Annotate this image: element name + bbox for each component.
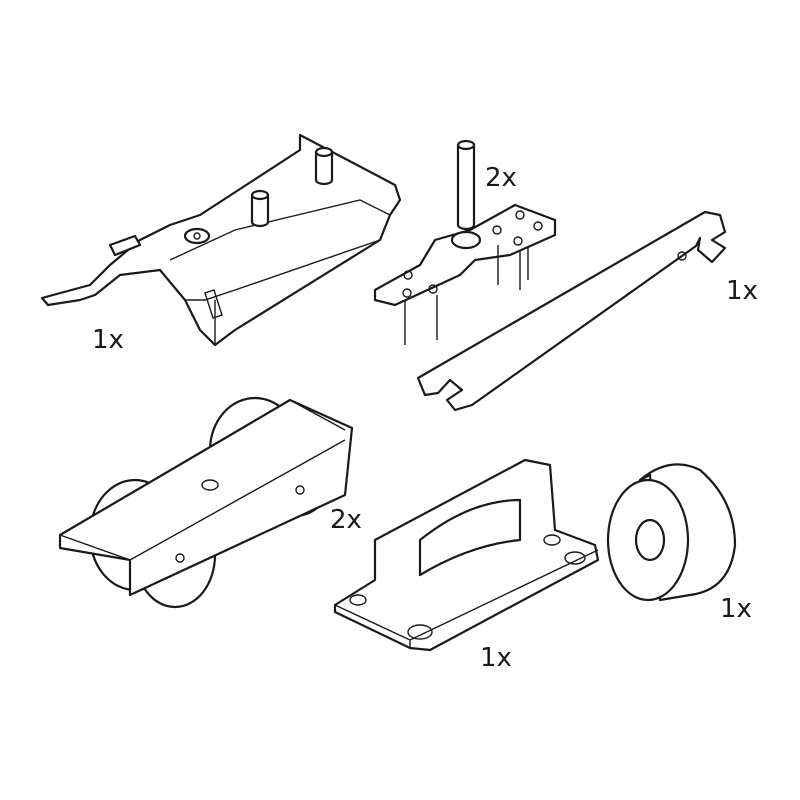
quantity-label-roller-trolley: 2x bbox=[330, 505, 362, 535]
roller-trolley-drawing bbox=[58, 396, 354, 609]
pivot-pin-drawing bbox=[373, 139, 557, 345]
rubber-stopper-drawing bbox=[606, 463, 737, 602]
quantity-label-floor-guide: 1x bbox=[480, 643, 512, 673]
quantity-label-clamp-bracket: 1x bbox=[92, 325, 124, 355]
quantity-label-stopper: 1x bbox=[720, 594, 752, 624]
quantity-label-spanner: 1x bbox=[726, 276, 758, 306]
spanner-drawing bbox=[416, 210, 727, 412]
clamp-bracket-drawing bbox=[40, 133, 402, 347]
quantity-label-pivot-pin: 2x bbox=[485, 163, 517, 193]
floor-guide-drawing bbox=[333, 458, 600, 652]
